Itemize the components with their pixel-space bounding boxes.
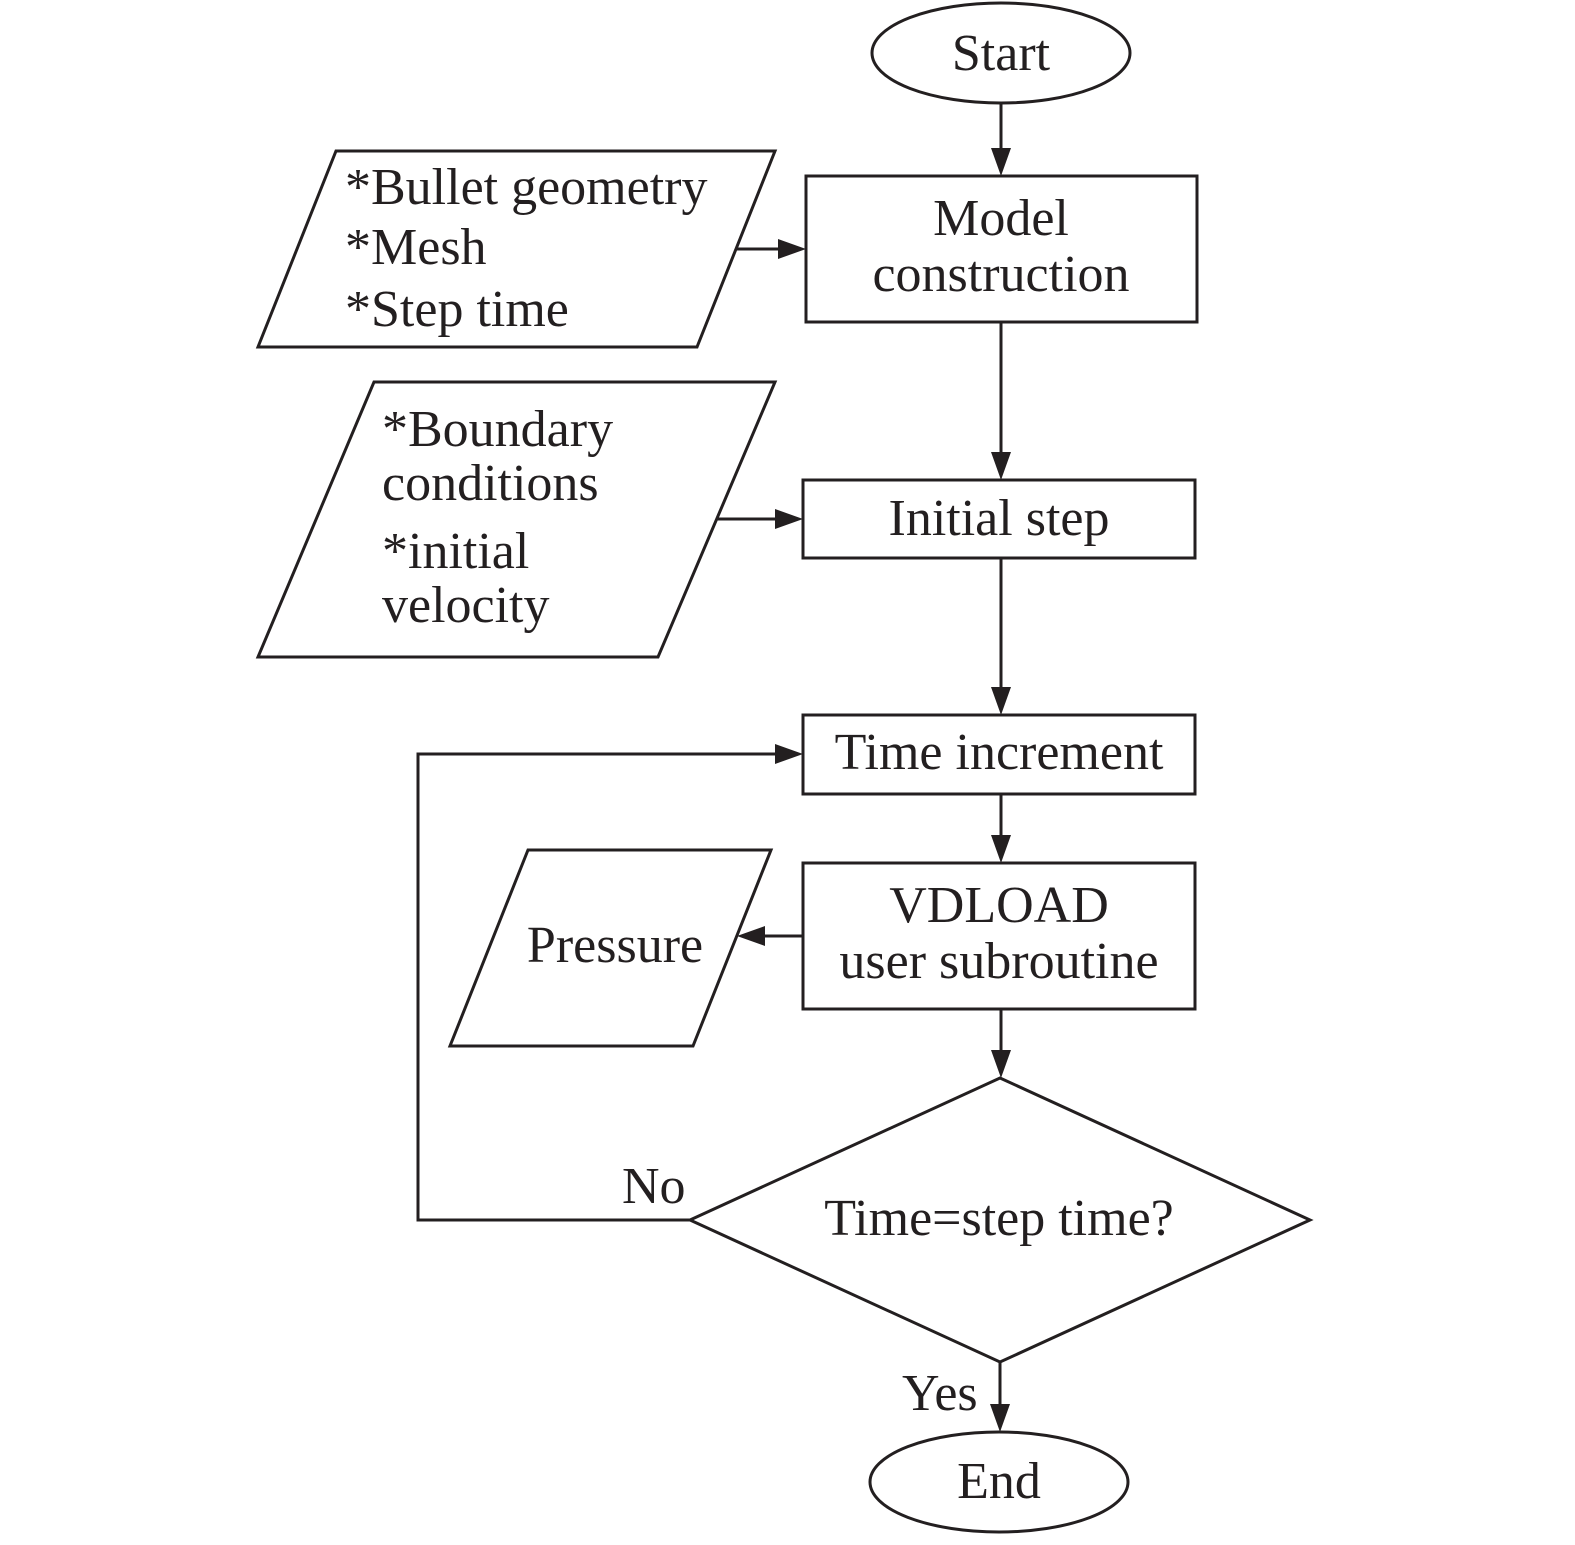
time-increment-label: Time increment	[835, 724, 1164, 781]
initial-input-line-3: *initial	[382, 523, 529, 580]
initial-input-line-2: conditions	[382, 455, 599, 512]
end-label: End	[957, 1453, 1041, 1510]
decision-node: Time=step time?	[686, 1076, 1314, 1364]
vdload-node: VDLOAD user subroutine	[801, 861, 1197, 1011]
pressure-node: Pressure	[447, 848, 774, 1048]
connector-initial-step-to-time-increment	[991, 558, 1011, 715]
connector-decision-yes-to-end	[990, 1362, 1010, 1432]
time-increment-node: Time increment	[801, 713, 1197, 796]
pressure-label: Pressure	[527, 917, 703, 974]
connector-time-increment-to-vdload	[991, 794, 1011, 863]
initial-step-node: Initial step	[801, 478, 1197, 560]
model-construction-node: Model construction	[804, 174, 1199, 324]
connector-start-to-model	[991, 103, 1011, 176]
start-label: Start	[952, 25, 1051, 82]
yes-label: Yes	[902, 1365, 978, 1422]
end-node: End	[868, 1430, 1130, 1534]
vdload-line-1: VDLOAD	[889, 877, 1109, 934]
vdload-line-2: user subroutine	[839, 933, 1158, 990]
model-construction-line-2: construction	[872, 246, 1129, 303]
connector-initial-inputs-to-initial-step	[717, 509, 803, 529]
connector-model-to-initial-step	[991, 322, 1011, 480]
model-inputs-node: *Bullet geometry *Mesh *Step time	[255, 149, 778, 349]
model-construction-line-1: Model	[933, 190, 1069, 247]
connector-model-inputs-to-model	[736, 239, 806, 259]
connector-vdload-to-decision	[991, 1009, 1011, 1078]
initial-input-line-1: *Boundary	[382, 401, 613, 458]
initial-inputs-node: *Boundary conditions *initial velocity	[255, 380, 778, 659]
model-input-line-2: *Mesh	[345, 219, 487, 276]
connector-decision-no-loop	[416, 744, 803, 1222]
model-input-line-3: *Step time	[345, 281, 569, 338]
model-input-line-1: *Bullet geometry	[345, 159, 707, 216]
connector-vdload-to-pressure	[737, 926, 803, 946]
no-label: No	[622, 1158, 686, 1215]
start-node: Start	[870, 1, 1132, 105]
initial-step-label: Initial step	[889, 490, 1110, 547]
decision-label: Time=step time?	[824, 1190, 1174, 1247]
initial-input-line-4: velocity	[382, 577, 550, 634]
